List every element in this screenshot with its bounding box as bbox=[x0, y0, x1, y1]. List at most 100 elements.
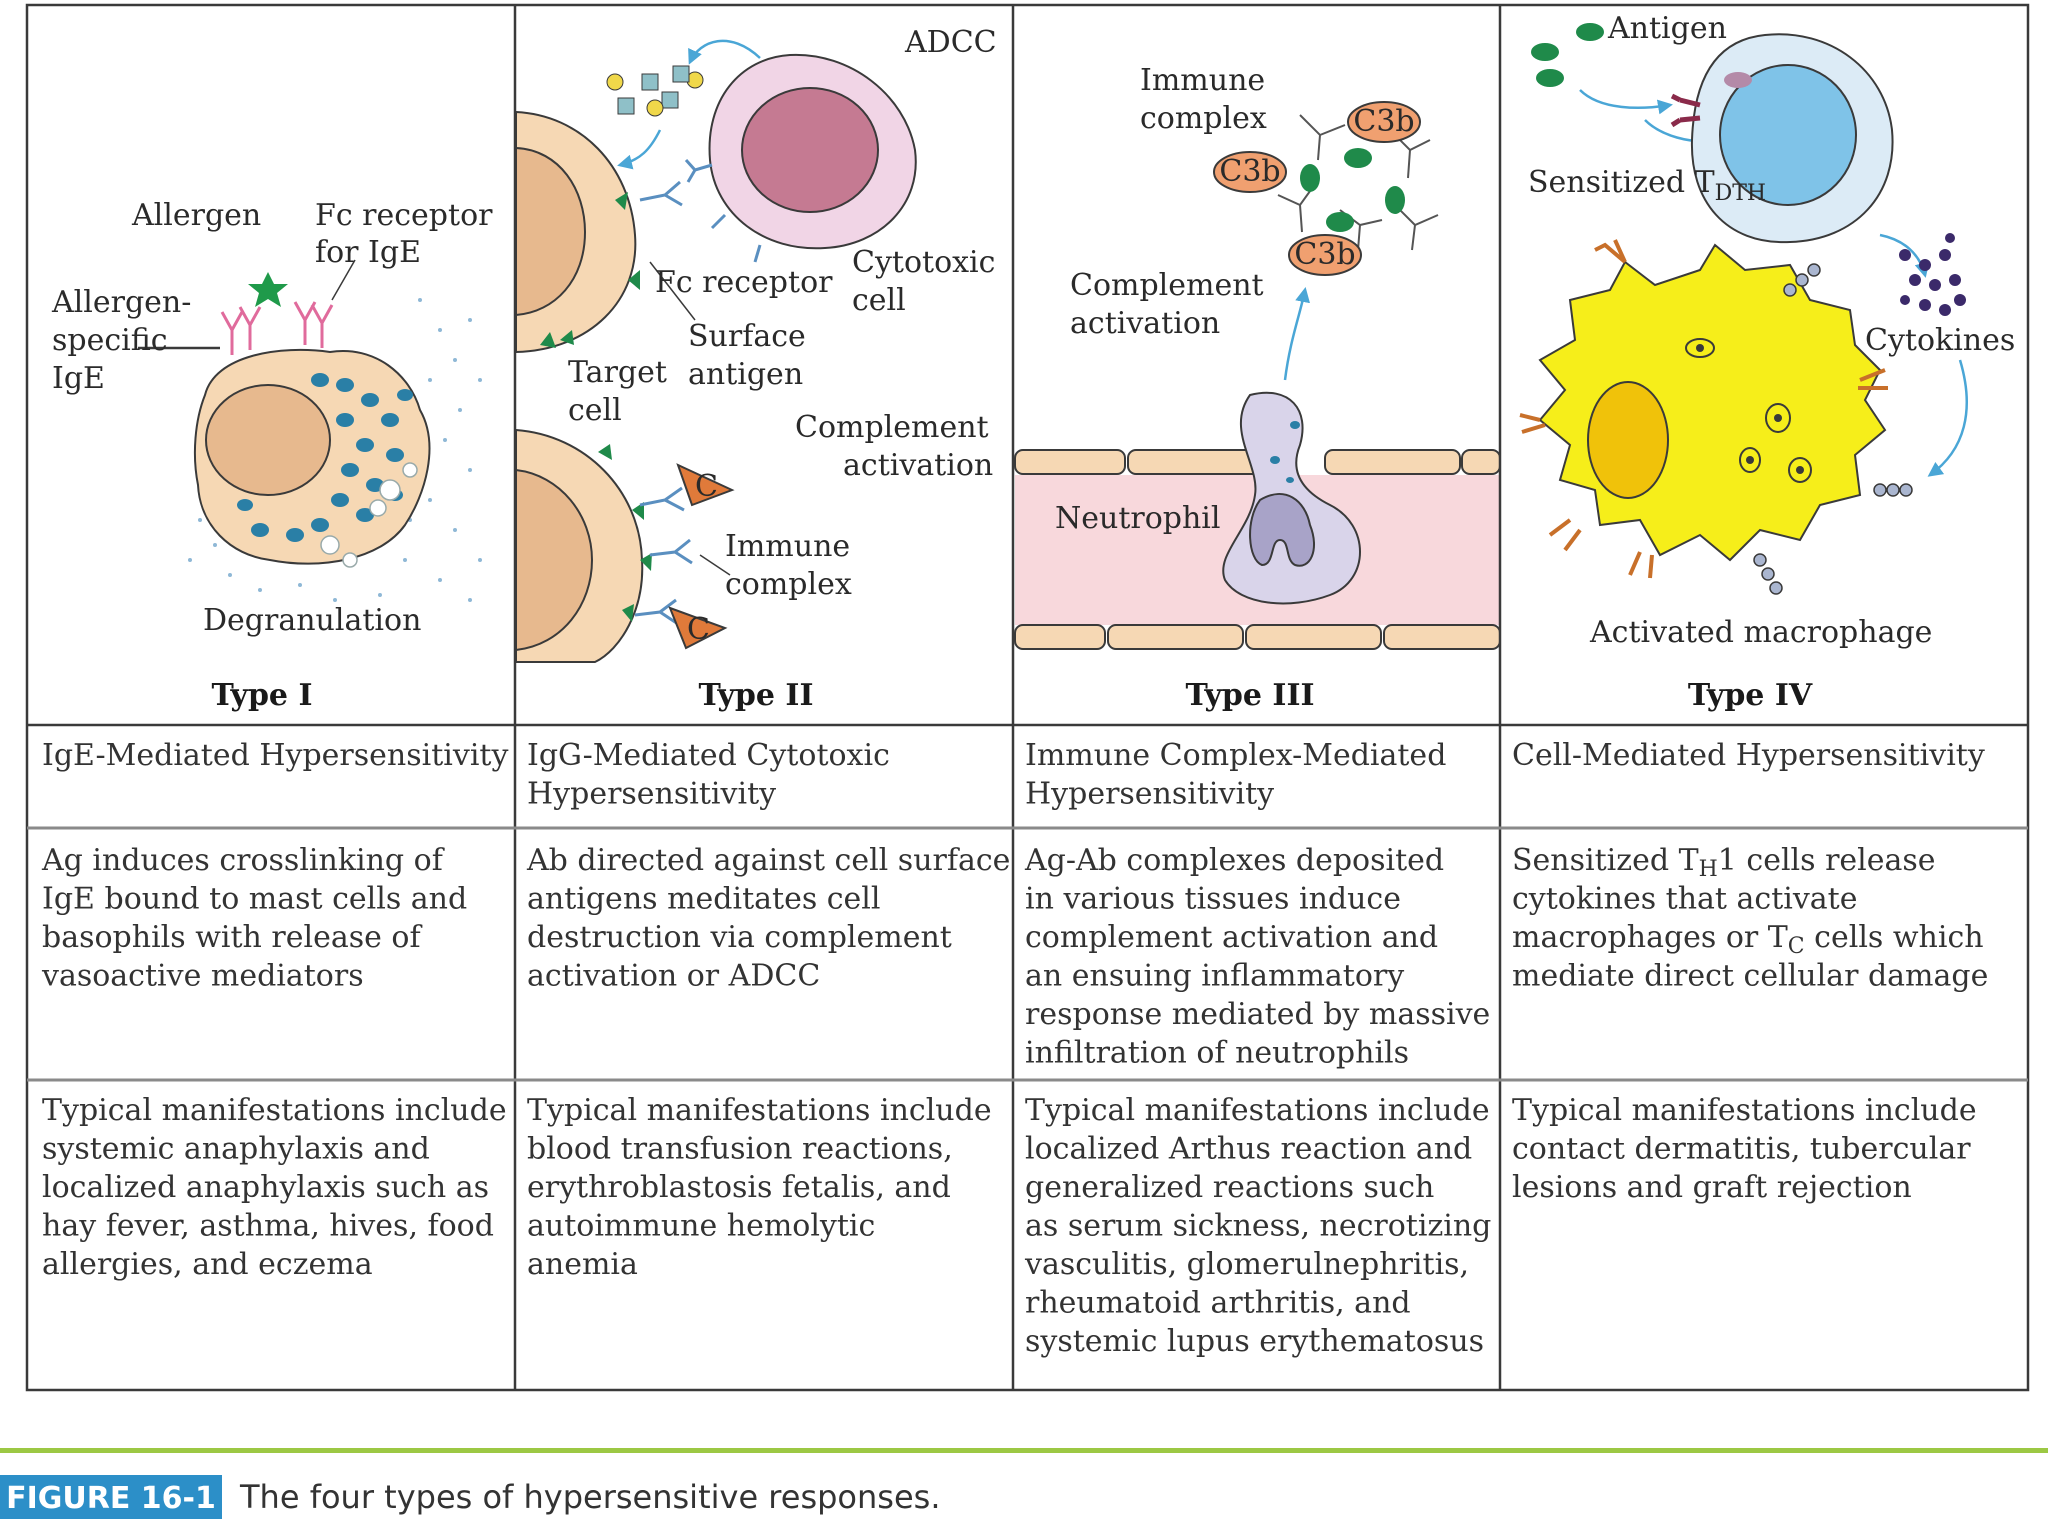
c3b-label-1: C3b bbox=[1353, 104, 1414, 139]
mechanism-col3-line6: infiltration of neutrophils bbox=[1025, 1036, 1409, 1071]
type-label-4: Type IV bbox=[1688, 678, 1813, 713]
mechanism-col4-line3: macrophages or TC cells which bbox=[1512, 920, 1984, 959]
label-degranulation: Degranulation bbox=[203, 603, 421, 638]
label-complement-1: Complement bbox=[795, 410, 989, 445]
macrophage-nucleus bbox=[1587, 381, 1669, 499]
vessel-wall-bottom bbox=[1014, 624, 1501, 650]
label-allergen-specific-3: IgE bbox=[52, 361, 105, 396]
mechanism-col3-line4: an ensuing inflammatory bbox=[1025, 959, 1404, 994]
label-target-cell-1: Target bbox=[568, 355, 667, 390]
manifestation-col1-line2: systemic anaphylaxis and bbox=[42, 1132, 430, 1167]
label-immune-complex-3b: complex bbox=[1140, 101, 1267, 136]
allergen-star bbox=[248, 272, 288, 307]
manifestation-col3-line2: localized Arthus reaction and bbox=[1025, 1132, 1472, 1167]
manifestation-col4-line3: lesions and graft rejection bbox=[1512, 1170, 1912, 1205]
mechanism-col1-line3: basophils with release of bbox=[42, 920, 422, 955]
label-sensitized-tdth: Sensitized TDTH bbox=[1528, 165, 1766, 206]
sensitized-subscript: DTH bbox=[1715, 181, 1767, 206]
c3b-label-3: C3b bbox=[1294, 237, 1355, 272]
label-cytotoxic-2: cell bbox=[852, 283, 906, 318]
mast-cell-nucleus bbox=[205, 384, 331, 496]
mechanism-col1-line4: vasoactive mediators bbox=[41, 959, 364, 994]
manifestation-col3-line1: Typical manifestations include bbox=[1025, 1093, 1490, 1128]
label-allergen-specific-2: specific bbox=[52, 323, 168, 358]
mechanism-col1-line2: IgE bound to mast cells and bbox=[42, 882, 467, 917]
cytokine-dots bbox=[1899, 233, 1966, 316]
manifestation-col1-line3: localized anaphylaxis such as bbox=[42, 1170, 489, 1205]
cytotoxic-nucleus bbox=[741, 87, 879, 213]
manifestation-col4-line2: contact dermatitis, tubercular bbox=[1512, 1132, 1971, 1167]
panel-type-3: C3b C3b C3b Immune complex Complement ac… bbox=[1014, 63, 1501, 713]
c3b-molecules bbox=[1213, 101, 1421, 276]
manifestation-col3-line3: generalized reactions such bbox=[1025, 1170, 1434, 1205]
manifestation-col3-line5: vasculitis, glomerulnephritis, bbox=[1024, 1247, 1469, 1282]
c3b-label-2: C3b bbox=[1219, 154, 1280, 189]
type-label-1: Type I bbox=[211, 678, 312, 713]
manifestation-col2-line5: anemia bbox=[527, 1247, 638, 1282]
label-fc-receptor-2: for IgE bbox=[315, 235, 421, 270]
label-complement-3a: Complement bbox=[1070, 268, 1264, 303]
surface-antigens bbox=[540, 192, 652, 622]
label-neutrophil: Neutrophil bbox=[1055, 501, 1221, 536]
label-adcc: ADCC bbox=[904, 25, 997, 60]
manifestation-col3-line7: systemic lupus erythematosus bbox=[1025, 1324, 1484, 1359]
released-granules bbox=[320, 462, 418, 568]
manifestation-col3-line4: as serum sickness, necrotizing bbox=[1025, 1209, 1491, 1244]
complement-triangles bbox=[668, 463, 735, 650]
complement-c-1: C bbox=[695, 469, 718, 504]
immune-complex-antigens bbox=[1300, 148, 1405, 232]
tcr-receptor bbox=[1670, 93, 1701, 128]
mechanism-col4-line4: mediate direct cellular damage bbox=[1512, 959, 1988, 994]
type-name-col4-line1: Cell-Mediated Hypersensitivity bbox=[1512, 738, 1985, 773]
label-complement-3b: activation bbox=[1070, 306, 1220, 341]
mechanism-col3-line3: complement activation and bbox=[1025, 920, 1438, 955]
label-surface-antigen-2: antigen bbox=[688, 357, 803, 392]
mechanism-col2-line2: antigens meditates cell bbox=[527, 882, 881, 917]
macrophage-receptors bbox=[1519, 239, 1888, 579]
target-cell-top-nucleus bbox=[515, 146, 587, 317]
label-antigen-4: Antigen bbox=[1607, 11, 1727, 46]
mechanism-col4-line1: Sensitized TH1 cells release bbox=[1512, 843, 1936, 882]
panel-type-2: C C ADCC Fc receptor Cytotoxic cell Surf… bbox=[515, 25, 997, 713]
manifestation-col2-line1: Typical manifestations include bbox=[527, 1093, 992, 1128]
table-grid bbox=[25, 3, 2030, 1392]
manifestation-col3-line6: rheumatoid arthritis, and bbox=[1025, 1286, 1411, 1321]
igg-antibodies bbox=[634, 180, 693, 626]
label-allergen-specific-1: Allergen- bbox=[51, 285, 191, 320]
tdth-nucleus bbox=[1719, 64, 1857, 206]
degranulation-dots bbox=[188, 298, 482, 602]
activated-macrophage bbox=[1538, 243, 1887, 562]
type-label-3: Type III bbox=[1185, 678, 1314, 713]
caption-tag-bg bbox=[0, 1475, 222, 1519]
type-name-col2-line2: Hypersensitivity bbox=[527, 777, 776, 812]
manifestation-col2-line3: erythroblastosis fetalis, and bbox=[527, 1170, 951, 1205]
figure-caption: FIGURE 16-1 The four types of hypersensi… bbox=[0, 1448, 2048, 1519]
label-fc-receptor-2: Fc receptor bbox=[655, 265, 833, 300]
label-cytokines: Cytokines bbox=[1865, 323, 2015, 358]
caption-divider bbox=[0, 1448, 2048, 1453]
manifestation-col1-line4: hay fever, asthma, hives, food bbox=[42, 1209, 494, 1244]
manifestation-col1-line5: allergies, and eczema bbox=[42, 1247, 373, 1282]
caption-text: The four types of hypersensitive respons… bbox=[239, 1478, 940, 1516]
neutrophil-granules bbox=[1270, 421, 1300, 483]
panel-type-4: Antigen Sensitized TDTH Cytokines Activa… bbox=[1519, 11, 2015, 713]
ige-antibodies bbox=[220, 301, 334, 355]
manifestation-col2-line2: blood transfusion reactions, bbox=[527, 1132, 953, 1167]
label-allergen: Allergen bbox=[131, 198, 261, 233]
manifestation-col4-line1: Typical manifestations include bbox=[1512, 1093, 1977, 1128]
label-immune-complex-2: complex bbox=[725, 567, 852, 602]
label-activated-macrophage: Activated macrophage bbox=[1589, 615, 1932, 650]
adcc-granules bbox=[606, 65, 704, 117]
mechanism-col3-line5: response mediated by massive bbox=[1025, 997, 1490, 1032]
mechanism-col4-line2: cytokines that activate bbox=[1512, 882, 1857, 917]
mechanism-col1-line1: Ag induces crosslinking of bbox=[41, 843, 445, 878]
cytotoxic-receptors bbox=[684, 158, 762, 263]
macrophage-vacuole-centers bbox=[1696, 344, 1804, 474]
mechanism-col3-line1: Ag-Ab complexes deposited bbox=[1024, 843, 1444, 878]
type-name-col3-line2: Hypersensitivity bbox=[1025, 777, 1274, 812]
manifestation-col2-line4: autoimmune hemolytic bbox=[527, 1209, 875, 1244]
mechanism-col2-line3: destruction via complement bbox=[527, 920, 952, 955]
target-cell-bottom-nucleus bbox=[515, 468, 594, 652]
